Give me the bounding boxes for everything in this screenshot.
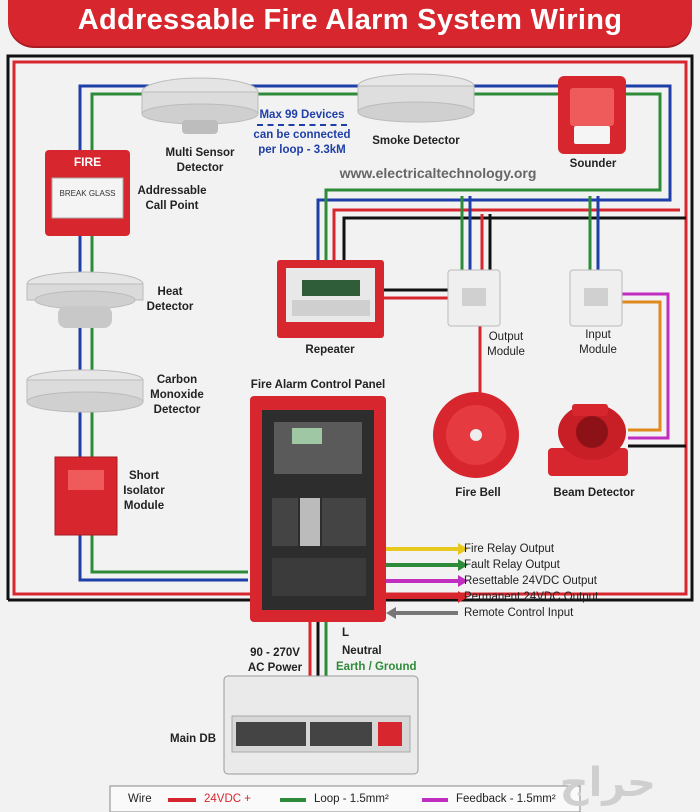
sounder xyxy=(558,76,626,154)
isolator-label-line1: Short xyxy=(128,470,160,482)
feedback-magenta-wire xyxy=(622,292,670,440)
output-module xyxy=(447,269,501,327)
loop-note-divider xyxy=(257,124,347,126)
legend-wire-label: Wire xyxy=(128,793,152,805)
call-point-label-line1: Addressable xyxy=(137,185,207,197)
isolator-label: Short Isolator Module xyxy=(118,469,170,514)
multi-sensor-detector xyxy=(141,77,259,134)
fire-bell-label: Fire Bell xyxy=(455,487,501,499)
ac-power-label-line2: AC Power xyxy=(247,662,303,674)
call-point-box xyxy=(45,150,130,236)
module-red-wire xyxy=(332,208,680,260)
output-fire-relay: Fire Relay Output xyxy=(464,543,555,555)
remote-arrow xyxy=(386,607,396,619)
smoke-detector-label: Smoke Detector xyxy=(372,135,460,147)
feedback-orange-wire xyxy=(622,300,662,432)
multi-sensor-label-line1: Multi Sensor xyxy=(165,147,235,159)
control-panel-label: Fire Alarm Control Panel xyxy=(250,379,386,391)
call-point-sign: FIRE xyxy=(73,155,102,169)
loop-note-line2: can be connected xyxy=(253,129,351,141)
input-module-label: Input Module xyxy=(570,328,626,358)
co-detector-label-line3: Detector xyxy=(153,404,201,416)
output-module-label-line2: Module xyxy=(487,346,525,358)
co-detector-label: Carbon Monoxide Detector xyxy=(144,373,210,418)
loop-green-wire xyxy=(90,92,662,574)
call-point-label: Addressable Call Point xyxy=(132,184,212,214)
input-module-label-line1: Input xyxy=(585,329,611,341)
control-panel xyxy=(250,396,386,622)
fire-bell xyxy=(433,392,519,478)
website-text: www.electricaltechnology.org xyxy=(339,165,537,181)
call-point-label-line2: Call Point xyxy=(145,200,199,212)
heat-detector xyxy=(26,271,144,328)
isolator-label-line3: Module xyxy=(123,500,165,512)
main-db-label: Main DB xyxy=(170,733,216,745)
carbon-monoxide-detector xyxy=(26,369,144,413)
loop-note: Max 99 Devices can be connected per loop… xyxy=(247,108,357,158)
title-banner: Addressable Fire Alarm System Wiring xyxy=(8,0,692,46)
multi-sensor-label-line2: Detector xyxy=(176,162,224,174)
output-module-label: Output Module xyxy=(478,330,534,360)
sounder-label: Sounder xyxy=(569,158,617,170)
legend-box xyxy=(109,785,581,812)
module-black-wire xyxy=(342,216,686,260)
input-module xyxy=(569,269,623,327)
input-remote-control: Remote Control Input xyxy=(464,607,574,619)
repeater-label: Repeater xyxy=(305,344,355,356)
fault-relay-arrow xyxy=(458,559,468,571)
output-permanent: Permanent 24VDC Output xyxy=(464,591,599,603)
watermark-logo: حراج xyxy=(559,760,656,806)
ac-power-label-line1: 90 - 270V xyxy=(250,647,300,659)
loop-note-line1: Max 99 Devices xyxy=(259,109,345,121)
smoke-detector xyxy=(357,73,475,123)
main-db xyxy=(223,675,419,775)
call-point-glass-text: BREAK GLASS xyxy=(59,189,116,198)
heat-detector-label-line1: Heat xyxy=(157,286,183,298)
page-title: Addressable Fire Alarm System Wiring xyxy=(77,4,623,36)
neutral-label: Neutral xyxy=(342,645,382,657)
ac-power-label: 90 - 270V AC Power xyxy=(240,646,310,676)
line-label: L xyxy=(342,627,350,639)
heat-detector-label: Heat Detector xyxy=(140,285,200,315)
multi-sensor-label: Multi Sensor Detector xyxy=(150,146,250,176)
resettable-arrow xyxy=(458,575,468,587)
legend-loop-label: Loop - 1.5mm² xyxy=(314,793,389,805)
output-fault-relay: Fault Relay Output xyxy=(464,559,560,571)
legend-feedback-label: Feedback - 1.5mm² xyxy=(456,793,556,805)
fire-relay-arrow xyxy=(458,543,468,555)
outer-black-wire xyxy=(6,54,694,602)
permanent-arrow xyxy=(458,591,468,603)
heat-detector-label-line2: Detector xyxy=(146,301,194,313)
isolator-module xyxy=(54,456,118,536)
legend-24vdc-label: 24VDC + xyxy=(204,793,251,805)
isolator-label-line2: Isolator xyxy=(123,485,165,497)
loop-blue-wire xyxy=(78,84,672,582)
output-module-label-line1: Output xyxy=(488,331,524,343)
repeater-panel xyxy=(277,260,384,338)
output-resettable: Resettable 24VDC Output xyxy=(464,575,597,587)
loop-note-line3: per loop - 3.3kM xyxy=(258,144,346,156)
co-detector-label-line1: Carbon xyxy=(156,374,198,386)
beam-detector xyxy=(548,404,628,476)
earth-label: Earth / Ground xyxy=(336,661,417,673)
input-module-label-line2: Module xyxy=(579,344,617,356)
beam-detector-label: Beam Detector xyxy=(553,487,635,499)
co-detector-label-line2: Monoxide xyxy=(150,389,204,401)
